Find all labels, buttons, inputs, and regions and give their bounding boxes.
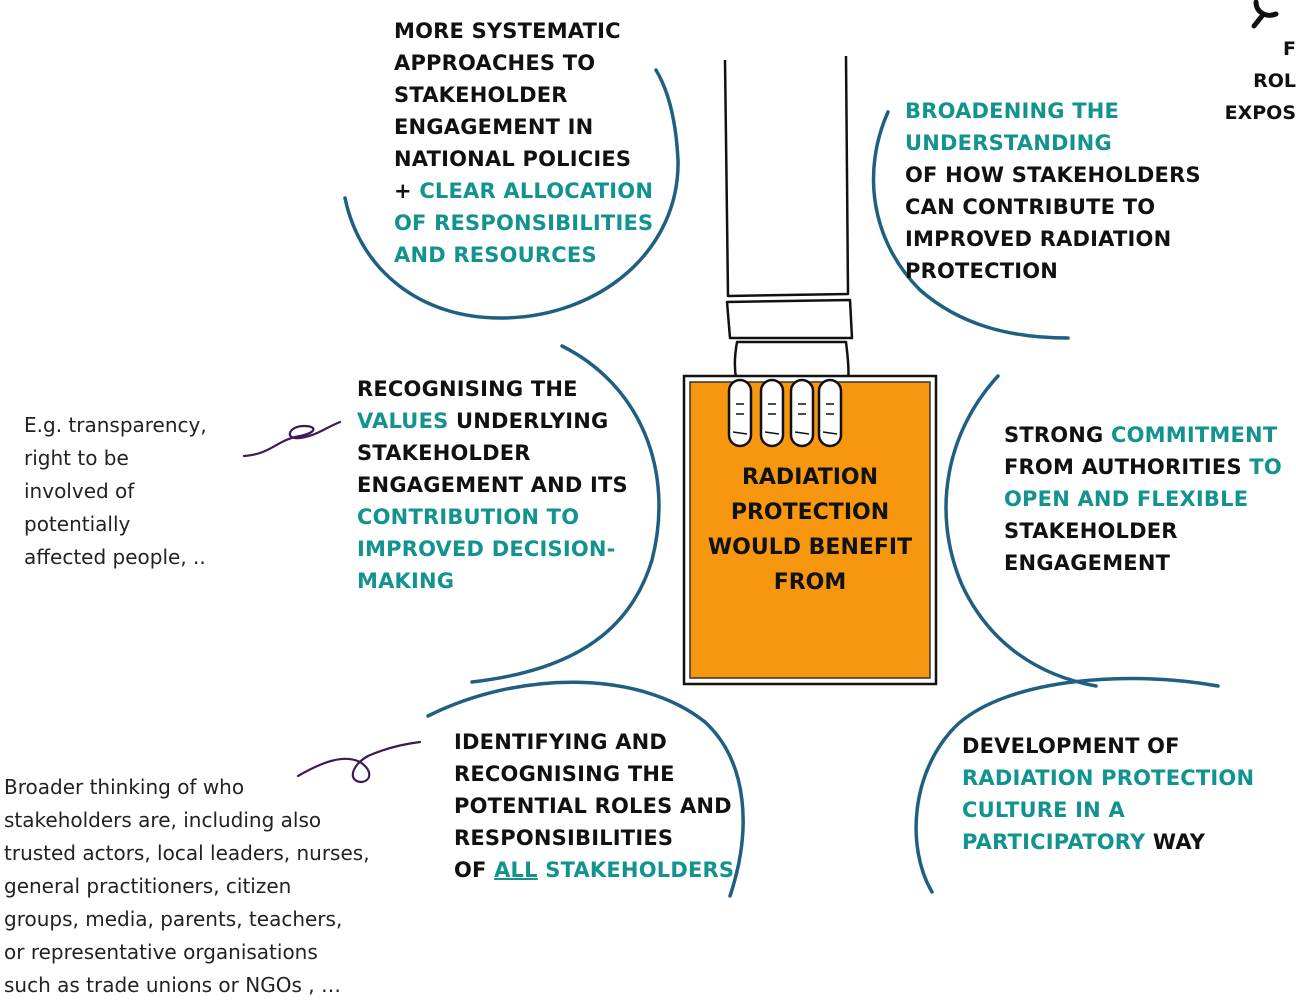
tr-line-3: OF HOW STAKEHOLDERS (905, 163, 1201, 187)
mr-line-4: STAKEHOLDER (1004, 519, 1178, 543)
note-values-line-2: right to be (24, 446, 129, 470)
connector-stakeholders-note (296, 740, 422, 784)
hand-fingers (727, 378, 843, 448)
ml-line-3: STAKEHOLDER (357, 441, 531, 465)
bl-line-2: RECOGNISING THE (454, 762, 675, 786)
arm-holding-sign (723, 55, 854, 400)
arc-bottom-left (426, 680, 745, 898)
bl-line-1: IDENTIFYING AND (454, 730, 668, 754)
ml-line-7: MAKING (357, 569, 455, 593)
center-sign-text: RADIATION PROTECTION WOULD BENEFIT FROM (705, 460, 915, 600)
arc-middle-right (944, 374, 1098, 688)
bl-line-5c: STAKEHOLDERS (537, 858, 735, 882)
note-stake-line-1: Broader thinking of who (4, 775, 245, 799)
ml-line-4: ENGAGEMENT AND ITS (357, 473, 628, 497)
note-stake-line-3: trusted actors, local leaders, nurses, (4, 841, 370, 865)
tl-line-1: MORE SYSTEMATIC (394, 19, 621, 43)
bl-line-5a: OF (454, 858, 495, 882)
center-line-2: PROTECTION (730, 500, 890, 525)
tl-line-5: NATIONAL POLICIES (394, 147, 632, 171)
br-line-2: RADIATION PROTECTION (962, 766, 1255, 790)
ml-line-6: IMPROVED DECISION- (357, 537, 616, 561)
tl-line-8: AND RESOURCES (394, 243, 597, 267)
cutoff-corner-text: F ROL EXPOS (1225, 33, 1296, 129)
note-stakeholders-examples: Broader thinking of who stakeholders are… (4, 771, 370, 1002)
mr-line-3: OPEN AND FLEXIBLE (1004, 487, 1249, 511)
arc-top-right (871, 110, 1070, 340)
arc-bottom-right (914, 676, 1220, 894)
ml-line-5: CONTRIBUTION TO (357, 505, 580, 529)
ml-line-2a: VALUES (357, 409, 449, 433)
corner-line-1: F (1283, 38, 1296, 60)
arc-top-left (343, 68, 680, 320)
tl-line-7: OF RESPONSIBILITIES (394, 211, 654, 235)
br-line-4a: PARTICIPATORY (962, 830, 1146, 854)
benefit-identifying-roles: IDENTIFYING AND RECOGNISING THE POTENTIA… (454, 726, 734, 886)
tl-line-2: APPROACHES TO (394, 51, 596, 75)
note-values-examples: E.g. transparency, right to be involved … (24, 409, 207, 574)
note-values-line-3: involved of (24, 479, 135, 503)
benefit-systematic-approaches: MORE SYSTEMATIC APPROACHES TO STAKEHOLDE… (394, 15, 653, 271)
note-stake-line-2: stakeholders are, including also (4, 808, 322, 832)
tr-line-1: BROADENING THE (905, 99, 1120, 123)
note-values-line-4: potentially (24, 512, 131, 536)
bl-line-4: RESPONSIBILITIES (454, 826, 674, 850)
ml-line-2: VALUES UNDERLYING (357, 405, 628, 437)
tr-line-2: UNDERSTANDING (905, 131, 1112, 155)
bl-line-3: POTENTIAL ROLES AND (454, 794, 732, 818)
note-stake-line-7: such as trade unions or NGOs , … (4, 973, 341, 997)
mr-line-1a: STRONG (1004, 423, 1111, 447)
tl-line-6: + CLEAR ALLOCATION (394, 175, 653, 207)
br-line-3: CULTURE IN A (962, 798, 1125, 822)
note-stake-line-5: groups, media, parents, teachers, (4, 907, 343, 931)
tr-line-4: CAN CONTRIBUTE TO (905, 195, 1156, 219)
br-line-1: DEVELOPMENT OF (962, 734, 1180, 758)
bl-line-5: OF ALL STAKEHOLDERS (454, 854, 734, 886)
ml-line-2b: UNDERLYING (448, 409, 609, 433)
note-stake-line-6: or representative organisations (4, 940, 318, 964)
br-line-4b: WAY (1145, 830, 1206, 854)
corner-line-3: EXPOS (1224, 102, 1296, 124)
tl-line-3: STAKEHOLDER (394, 83, 568, 107)
note-values-line-1: E.g. transparency, (24, 413, 207, 437)
note-stake-line-4: general practitioners, citizen (4, 874, 292, 898)
benefit-broadening-understanding: BROADENING THE UNDERSTANDING OF HOW STAK… (905, 95, 1201, 287)
mr-line-2a: FROM AUTHORITIES (1004, 455, 1250, 479)
tl-line-4: ENGAGEMENT IN (394, 115, 594, 139)
mr-line-2: FROM AUTHORITIES TO (1004, 451, 1282, 483)
center-sign: RADIATION PROTECTION WOULD BENEFIT FROM (688, 380, 932, 680)
bl-line-5b: ALL (494, 858, 538, 882)
tl-line-6a: + (394, 179, 420, 203)
cutoff-corner-icon (1251, 0, 1279, 29)
center-line-4: FROM (773, 570, 847, 595)
corner-line-2: ROL (1253, 70, 1296, 92)
benefit-recognising-values: RECOGNISING THE VALUES UNDERLYING STAKEH… (357, 373, 628, 597)
arc-middle-left (470, 344, 661, 684)
ml-line-1: RECOGNISING THE (357, 377, 578, 401)
br-line-4: PARTICIPATORY WAY (962, 826, 1254, 858)
tr-line-5: IMPROVED RADIATION (905, 227, 1172, 251)
tr-line-6: PROTECTION (905, 259, 1059, 283)
center-line-1: RADIATION (741, 465, 879, 490)
mr-line-5: ENGAGEMENT (1004, 551, 1171, 575)
mr-line-2b: TO (1249, 455, 1282, 479)
mr-line-1b: COMMITMENT (1111, 423, 1278, 447)
mr-line-1: STRONG COMMITMENT (1004, 419, 1282, 451)
note-values-line-5: affected people, .. (24, 545, 206, 569)
center-line-3: WOULD BENEFIT (707, 535, 913, 560)
benefit-strong-commitment: STRONG COMMITMENT FROM AUTHORITIES TO OP… (1004, 419, 1282, 579)
benefit-rp-culture: DEVELOPMENT OF RADIATION PROTECTION CULT… (962, 730, 1254, 858)
tl-line-6b: CLEAR ALLOCATION (419, 179, 654, 203)
connector-values-note (242, 420, 342, 458)
